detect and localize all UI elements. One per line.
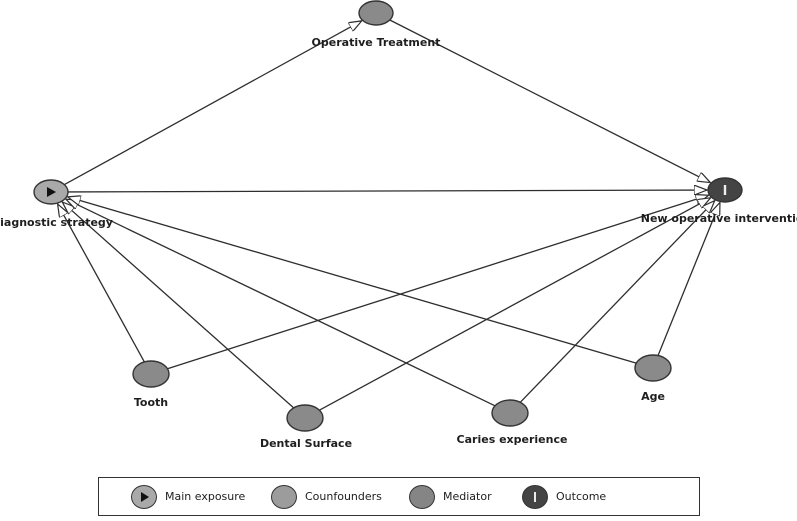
node-label: Caries experience xyxy=(457,433,568,446)
confounder-node-icon xyxy=(634,354,672,382)
legend-item-confounders: Counfounders xyxy=(271,478,382,515)
confounder-node-icon xyxy=(491,399,529,427)
edge-dental-surface-to-new-operative-intervention xyxy=(319,198,710,411)
node-diagnostic-strategy: Diagnostic strategy xyxy=(0,179,113,229)
edge-diagnostic-strategy-to-operative-treatment xyxy=(64,21,361,186)
play-icon xyxy=(47,187,56,197)
confounder-node-icon xyxy=(286,404,324,432)
node-tooth: Tooth xyxy=(132,360,170,409)
edge-age-to-new-operative-intervention xyxy=(657,202,720,356)
edge-diagnostic-strategy-to-new-operative-intervention xyxy=(67,190,707,192)
node-label: Tooth xyxy=(134,396,168,409)
bar-glyph-icon xyxy=(534,491,536,502)
node-caries-experience: Caries experience xyxy=(457,399,568,446)
edge-tooth-to-new-operative-intervention xyxy=(167,195,708,370)
legend-label-confounders: Counfounders xyxy=(305,490,382,503)
edge-dental-surface-to-diagnostic-strategy xyxy=(62,202,295,409)
edge-tooth-to-diagnostic-strategy xyxy=(58,204,145,363)
legend-item-outcome: Outcome xyxy=(522,478,606,515)
node-label: Operative Treatment xyxy=(312,36,441,49)
mediator-node-icon xyxy=(358,0,394,26)
node-label: Diagnostic strategy xyxy=(0,216,113,229)
legend: Main exposure Counfounders Mediator Outc… xyxy=(98,477,700,516)
legend-label-main-exposure: Main exposure xyxy=(165,490,246,503)
legend-label-outcome: Outcome xyxy=(556,490,607,503)
legend-item-main-exposure: Main exposure xyxy=(131,478,245,515)
node-label: New operative intervention xyxy=(641,212,797,225)
main-exposure-icon xyxy=(131,484,157,509)
edges-layer xyxy=(58,19,720,411)
edge-caries-experience-to-diagnostic-strategy xyxy=(66,199,496,407)
node-operative-treatment: Operative Treatment xyxy=(312,0,441,49)
mediator-icon xyxy=(409,484,435,509)
edge-caries-experience-to-new-operative-intervention xyxy=(519,201,714,403)
outcome-bar-icon xyxy=(723,185,727,195)
edge-operative-treatment-to-new-operative-intervention xyxy=(389,19,710,183)
node-new-operative-intervention: New operative intervention xyxy=(641,177,797,225)
play-glyph-icon xyxy=(141,491,149,502)
edge-age-to-diagnostic-strategy xyxy=(68,197,637,364)
node-age: Age xyxy=(634,354,672,403)
confounder-node-icon xyxy=(132,360,170,388)
node-label: Age xyxy=(641,390,665,403)
node-label: Dental Surface xyxy=(260,437,352,450)
outcome-icon xyxy=(522,484,548,509)
confounder-icon xyxy=(271,484,297,509)
node-dental-surface: Dental Surface xyxy=(260,404,352,450)
legend-label-mediator: Mediator xyxy=(443,490,492,503)
legend-item-mediator: Mediator xyxy=(409,478,492,515)
